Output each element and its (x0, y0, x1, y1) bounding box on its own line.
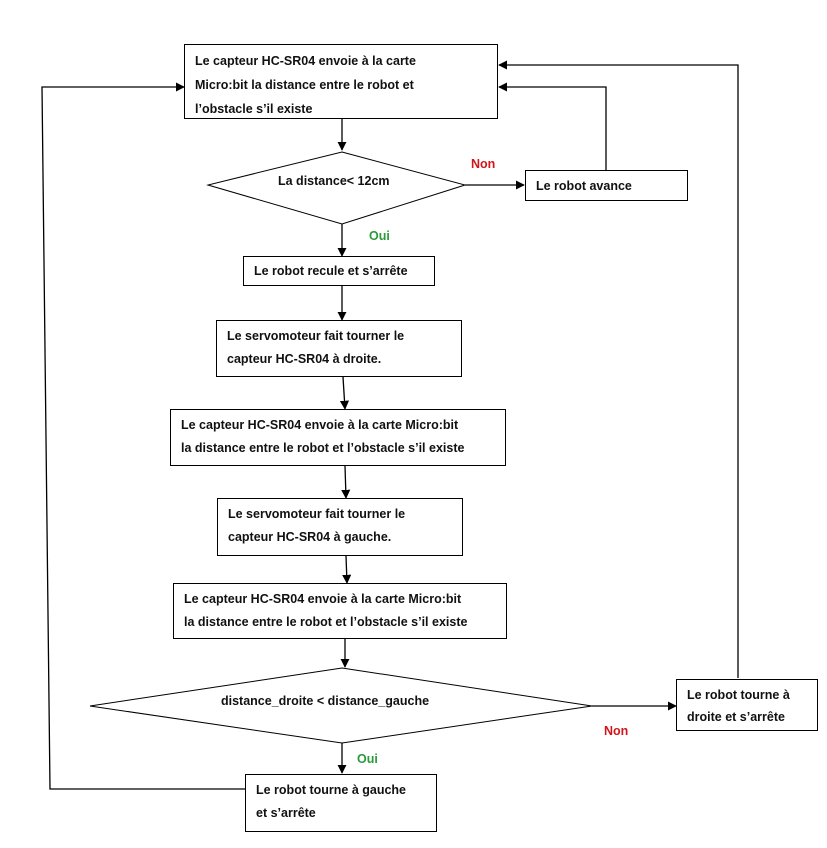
label-non-1: Non (471, 157, 496, 171)
process-sense-droite: Le capteur HC-SR04 envoie à la carte Mic… (170, 409, 506, 466)
process-sense-initial: Le capteur HC-SR04 envoie à la carte Mic… (184, 44, 498, 119)
process-sense-gauche: Le capteur HC-SR04 envoie à la carte Mic… (173, 583, 507, 639)
process-tourne-droite: Le robot tourne à droite et s’arrête (676, 679, 818, 731)
process-robot-recule: Le robot recule et s’arrête (243, 256, 435, 286)
label-non-2: Non (604, 724, 629, 738)
process-servo-gauche: Le servomoteur fait tourner le capteur H… (217, 498, 463, 556)
arrow-servo-gauche-to-sense (342, 555, 352, 584)
arrow-sense-to-servo-gauche (341, 465, 351, 499)
arrow-servo-droite-to-sense (339, 376, 350, 410)
process-servo-droite: Le servomoteur fait tourner le capteur H… (216, 320, 462, 377)
label-oui-2: Oui (357, 752, 378, 766)
decision-compare-text: distance_droite < distance_gauche (221, 694, 430, 708)
arrow-tourne-droite-loop-back (498, 60, 739, 678)
decision-distance-text: La distance< 12cm (278, 174, 390, 188)
arrow-tourne-gauche-loop-back (41, 82, 245, 790)
arrow-avance-loop-back (498, 82, 607, 170)
label-oui-1: Oui (369, 229, 390, 243)
process-tourne-gauche: Le robot tourne à gauche et s’arrête (245, 774, 437, 832)
process-robot-avance: Le robot avance (525, 170, 688, 201)
decision-distance-diamond (206, 151, 467, 225)
